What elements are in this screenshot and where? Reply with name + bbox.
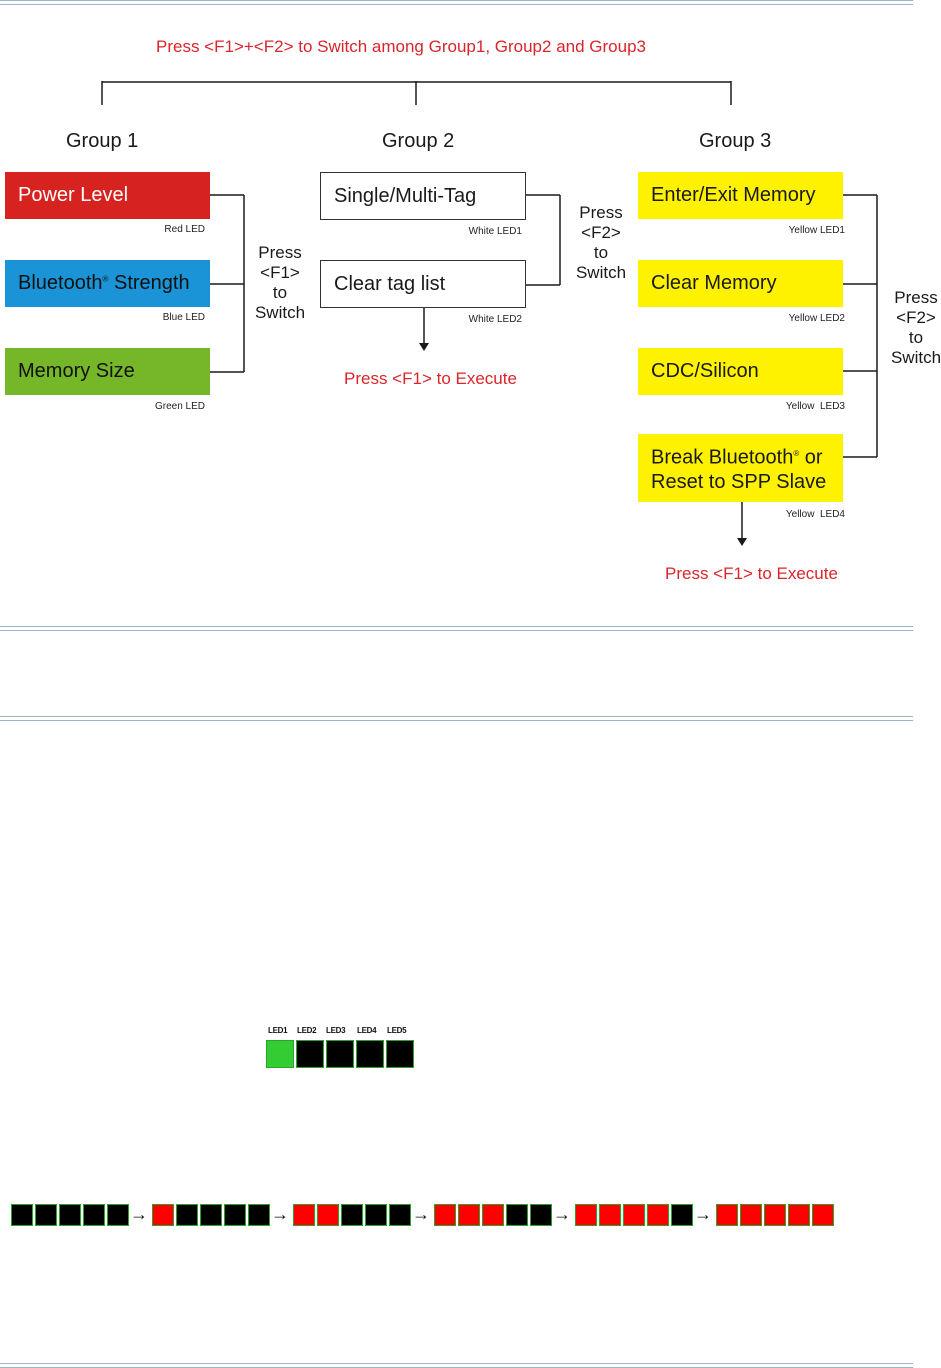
led-indicator-square [326, 1040, 354, 1068]
connector-lines [101, 81, 878, 546]
led-indicator-square [266, 1040, 294, 1068]
led-sequence-square [35, 1204, 57, 1226]
white-led1-label: White LED1 [468, 226, 522, 237]
enter-exit-memory-box: Enter/Exit Memory [638, 172, 843, 219]
led-caption: LED5 [387, 1026, 407, 1035]
led-indicator-square [386, 1040, 414, 1068]
sequence-arrow-icon: → [553, 1204, 571, 1224]
sequence-arrow-icon: → [694, 1204, 712, 1224]
group-2-title: Group 2 [382, 130, 455, 152]
led-sequence-square [575, 1204, 597, 1226]
power-level-label: Power Level [18, 184, 129, 206]
group-3-title: Group 3 [699, 130, 772, 152]
group-1-title: Group 1 [66, 130, 139, 152]
led-sequence-square [176, 1204, 198, 1226]
led-sequence-square [647, 1204, 669, 1226]
led-sequence-square [716, 1204, 738, 1226]
led-caption: LED3 [326, 1026, 346, 1035]
led-sequence-square [812, 1204, 834, 1226]
led-indicator-square [296, 1040, 324, 1068]
led-caption: LED2 [297, 1026, 317, 1035]
yellow-led2-label: Yellow LED2 [788, 313, 845, 324]
led-indicator-square [356, 1040, 384, 1068]
led-sequence-square [11, 1204, 33, 1226]
led-sequence-square [482, 1204, 504, 1226]
led-sequence-square [200, 1204, 222, 1226]
led-caption: LED4 [357, 1026, 377, 1035]
sequence-arrow-icon: → [130, 1204, 148, 1224]
group-2-execute-instruction: Press <F1> to Execute [344, 369, 517, 388]
led-sequence-square [764, 1204, 786, 1226]
clear-memory-box: Clear Memory [638, 260, 843, 307]
led-sequence-square [152, 1204, 174, 1226]
group-3-switch-instruction: Press <F2> to Switch [890, 288, 941, 367]
led-sequence-square [788, 1204, 810, 1226]
cdc-silicon-box: CDC/Silicon [638, 348, 843, 395]
led-sequence-square [671, 1204, 693, 1226]
group-2-switch-instruction: Press <F2> to Switch [575, 203, 627, 282]
yellow-led3-label: Yellow LED3 [785, 401, 845, 412]
led-sequence-square [83, 1204, 105, 1226]
led-sequence-square [458, 1204, 480, 1226]
group-3-execute-instruction: Press <F1> to Execute [665, 564, 838, 583]
yellow-led1-label: Yellow LED1 [788, 225, 845, 236]
bluetooth-strength-box: Bluetooth® Strength [5, 260, 210, 307]
green-led-label: Green LED [154, 401, 205, 412]
led-sequence-square [389, 1204, 411, 1226]
blue-led-label: Blue LED [162, 312, 205, 323]
led-sequence-square [623, 1204, 645, 1226]
single-multi-tag-label: Single/Multi-Tag [334, 184, 477, 207]
led-sequence-square [248, 1204, 270, 1226]
divider [0, 716, 913, 721]
bluetooth-strength-label: Bluetooth® Strength [18, 272, 190, 294]
switch-groups-instruction: Press <F1>+<F2> to Switch among Group1, … [156, 37, 646, 56]
white-led2-label: White LED2 [468, 314, 522, 325]
led-sequence-square [530, 1204, 552, 1226]
led-sequence-square [434, 1204, 456, 1226]
clear-tag-list-label: Clear tag list [334, 272, 446, 295]
break-bluetooth-box: Break Bluetooth® or Reset to SPP Slave [638, 434, 843, 502]
cdc-silicon-label: CDC/Silicon [651, 360, 759, 382]
led-sequence-square [59, 1204, 81, 1226]
sequence-arrow-icon: → [412, 1204, 430, 1224]
single-multi-tag-box: Single/Multi-Tag [320, 172, 526, 220]
yellow-led4-label: Yellow LED4 [785, 509, 845, 520]
sequence-arrow-icon: → [271, 1204, 289, 1224]
memory-size-label: Memory Size [18, 360, 135, 382]
break-bluetooth-label: Break Bluetooth® or Reset to SPP Slave [651, 446, 827, 493]
memory-size-box: Memory Size [5, 348, 210, 395]
divider [0, 626, 913, 631]
red-led-label: Red LED [164, 224, 205, 235]
led-sequence-square [341, 1204, 363, 1226]
led-sequence-square [224, 1204, 246, 1226]
led-sequence-square [293, 1204, 315, 1226]
led-sequence-square [506, 1204, 528, 1226]
led-sequence-square [317, 1204, 339, 1226]
clear-tag-list-box: Clear tag list [320, 260, 526, 308]
bottom-divider [0, 1363, 913, 1368]
top-divider [0, 0, 913, 5]
clear-memory-label: Clear Memory [651, 272, 777, 294]
led-caption: LED1 [268, 1026, 288, 1035]
enter-exit-memory-label: Enter/Exit Memory [651, 184, 816, 206]
power-level-box: Power Level [5, 172, 210, 219]
led-sequence-square [740, 1204, 762, 1226]
led-sequence-square [365, 1204, 387, 1226]
led-sequence-square [599, 1204, 621, 1226]
led-sequence-square [107, 1204, 129, 1226]
group-1-switch-instruction: Press <F1> to Switch [254, 243, 306, 322]
